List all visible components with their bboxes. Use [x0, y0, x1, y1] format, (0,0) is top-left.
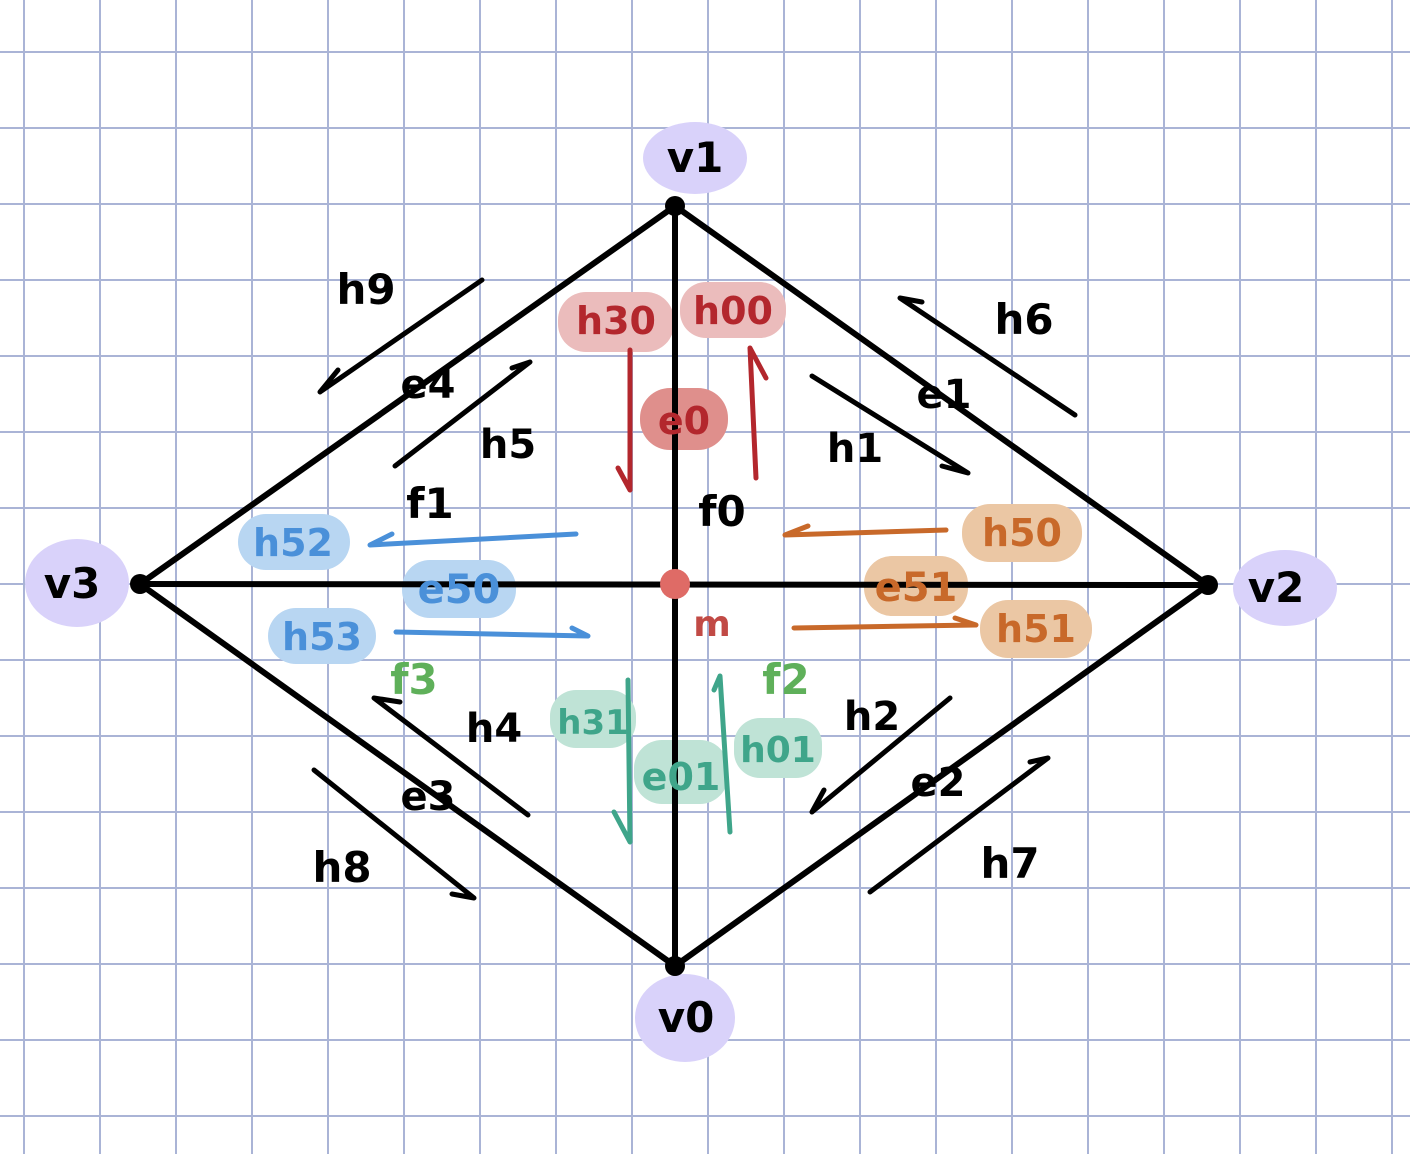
vertex-dots — [130, 196, 1218, 976]
arrow-h52 — [367, 531, 579, 548]
label-h00: h00 — [693, 289, 773, 333]
highlight-h52 — [238, 514, 350, 570]
halfedge-arrows-teal — [611, 673, 733, 845]
vertex-dot-v0 — [665, 956, 685, 976]
highlight-e01 — [634, 740, 728, 804]
label-e1: e1 — [917, 372, 972, 418]
highlight-h00 — [680, 282, 786, 338]
arrow-h01 — [711, 673, 733, 835]
label-e50: e50 — [418, 567, 501, 613]
label-h51: h51 — [996, 607, 1076, 651]
vertex-dot-m — [660, 569, 690, 599]
label-v3: v3 — [44, 559, 101, 608]
edge-v2-v0 — [672, 582, 1211, 969]
label-v2: v2 — [1248, 563, 1305, 612]
label-h52: h52 — [253, 521, 333, 565]
vertex-highlight-v1 — [643, 122, 747, 194]
label-h4: h4 — [466, 706, 522, 752]
label-h01: h01 — [740, 730, 816, 771]
label-e2: e2 — [911, 760, 966, 806]
arrow-h2 — [809, 695, 953, 815]
label-f0: f0 — [698, 487, 746, 536]
label-v0: v0 — [658, 993, 715, 1042]
label-h2: h2 — [844, 694, 900, 740]
vertex-highlight-v0 — [635, 974, 735, 1062]
label-f2: f2 — [762, 655, 810, 704]
label-e01: e01 — [642, 755, 721, 799]
arrow-h53 — [393, 625, 591, 639]
label-h50: h50 — [982, 511, 1062, 555]
label-h30: h30 — [576, 299, 656, 343]
highlight-h51 — [980, 600, 1092, 658]
arrow-h31 — [611, 677, 633, 845]
highlight-h30 — [558, 292, 674, 352]
arrow-h9 — [317, 277, 485, 395]
label-h53: h53 — [282, 615, 362, 659]
label-h31: h31 — [557, 703, 629, 743]
arrow-h00 — [747, 345, 769, 481]
edge-v0-v3 — [137, 581, 678, 969]
label-e51: e51 — [875, 565, 958, 611]
label-h7: h7 — [980, 839, 1039, 888]
arrow-h30 — [615, 347, 633, 493]
label-m: m — [693, 604, 731, 645]
vertex-dot-v2 — [1198, 575, 1218, 595]
arrow-h1 — [809, 373, 971, 476]
label-e4: e4 — [401, 362, 456, 408]
highlight-h50 — [962, 504, 1082, 562]
label-h1: h1 — [827, 426, 883, 472]
highlight-e50 — [402, 560, 516, 618]
vertex-highlight-v3 — [25, 539, 129, 627]
arrow-h5 — [392, 359, 533, 469]
edge-v1-v2 — [672, 203, 1211, 588]
vertex-highlight-v2 — [1233, 550, 1337, 626]
edge-v3-v1 — [137, 203, 678, 587]
highlight-h53 — [268, 608, 376, 664]
halfedge-arrows-orange — [782, 523, 979, 631]
halfedge-arrows-black — [311, 277, 1078, 901]
arrow-h4 — [371, 695, 531, 818]
label-e0: e0 — [658, 399, 710, 443]
label-f1: f1 — [406, 479, 454, 528]
vertex-dot-v3 — [130, 574, 150, 594]
label-h8: h8 — [312, 843, 371, 892]
arrow-h50 — [782, 523, 949, 538]
halfedge-arrows-blue — [367, 531, 591, 639]
label-v1: v1 — [667, 133, 724, 182]
highlight-h01 — [734, 718, 822, 778]
arrow-h6 — [897, 295, 1078, 418]
label-h6: h6 — [994, 295, 1053, 344]
arrow-h8 — [311, 767, 477, 901]
highlights — [25, 122, 1337, 1062]
arrow-h7 — [867, 755, 1051, 895]
label-f3: f3 — [390, 655, 438, 704]
highlight-e0 — [640, 388, 728, 450]
vertex-dot-v1 — [665, 196, 685, 216]
halfedge-arrows-red — [615, 345, 769, 493]
label-e3: e3 — [401, 774, 456, 820]
label-h9: h9 — [336, 265, 395, 314]
highlight-h31 — [550, 690, 636, 748]
arrow-h51 — [791, 615, 979, 631]
label-h5: h5 — [480, 422, 536, 468]
